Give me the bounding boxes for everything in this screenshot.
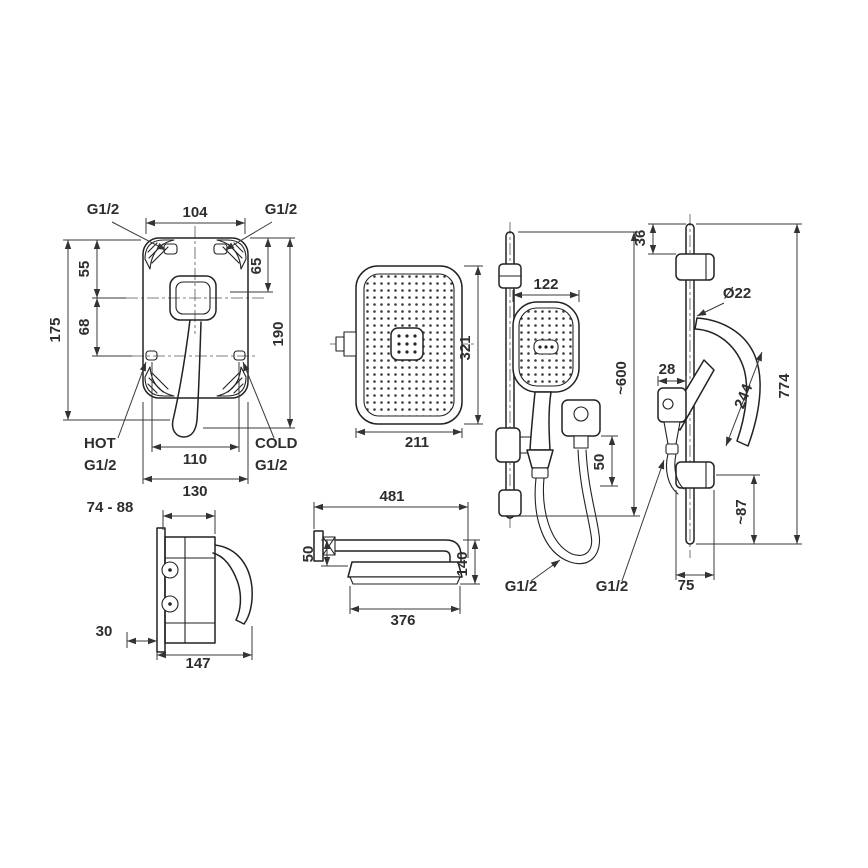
hand-shower-rail-view: 122 ~600 50 G1/2 [495,222,640,595]
dim-label-122: 122 [533,276,558,293]
dim-label-190: 190 [270,321,287,346]
dim-label-g12-top-left: G1/2 [87,201,120,218]
dim-label-g12-hose: G1/2 [505,578,538,595]
dim-label-68: 68 [76,319,93,336]
hot-g12-label: G1/2 [84,457,117,474]
dim-label-g12-top-right: G1/2 [265,201,298,218]
dim-label-140: 140 [454,551,471,576]
dim-label-147: 147 [185,655,210,672]
dim-label-74-88: 74 - 88 [87,499,134,516]
dim-label-321: 321 [457,335,474,360]
dim-label-130: 130 [182,483,207,500]
dim-label-arm-50: 50 [300,546,317,563]
mixer-side-view: 74 - 88 30 147 [87,499,253,672]
dim-label-87: ~87 [733,499,750,524]
dim-label-65: 65 [248,258,265,275]
dim-label-376: 376 [390,612,415,629]
dim-label-600: ~600 [613,361,630,395]
dim-label-110: 110 [183,451,207,468]
dim-label-481: 481 [379,488,404,505]
cold-label: COLD [255,435,298,452]
shower-arm-view: 481 50 140 376 [300,488,480,629]
dim-label-36: 36 [632,230,649,247]
dim-label-dia22: Ø22 [723,285,751,302]
overhead-shower-view: 211 321 [330,265,483,451]
rail-side-view: 36 Ø22 28 244 774 ~87 75 G1/2 [596,214,802,595]
mixer-front-view: G1/2 104 G1/2 55 68 175 65 190 HOT G1/2 … [47,201,298,500]
dim-label-211: 211 [405,434,429,451]
dim-label-175: 175 [47,317,64,342]
dim-label-774: 774 [776,373,793,399]
dim-label-104: 104 [182,204,208,221]
dim-label-30: 30 [96,623,113,640]
dim-label-28: 28 [659,361,676,378]
hot-label: HOT [84,435,116,452]
dim-label-75: 75 [678,577,695,594]
dim-label-elbow-50: 50 [591,454,608,471]
dim-label-g12-outlet: G1/2 [596,578,629,595]
dim-label-55: 55 [76,261,93,278]
cold-g12-label: G1/2 [255,457,288,474]
